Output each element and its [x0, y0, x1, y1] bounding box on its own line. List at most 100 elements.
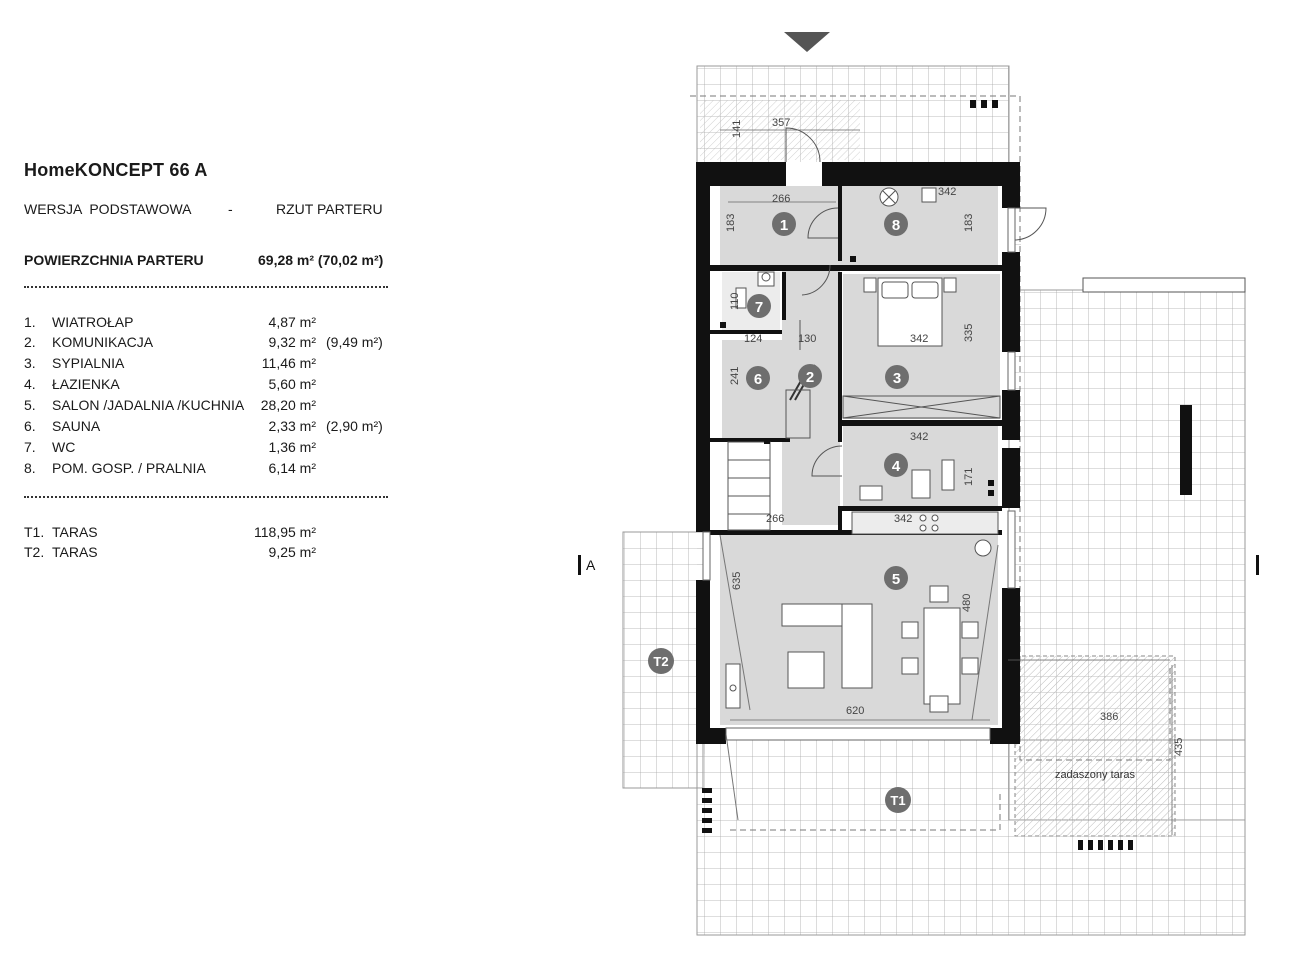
room-marker-1: 1 [772, 212, 796, 236]
terrace-marker-t2: T2 [648, 648, 674, 674]
room-area: 28,20 m² [260, 397, 316, 413]
round-sink-icon [974, 539, 992, 557]
dining-table-icon [923, 607, 961, 705]
svg-text:5: 5 [892, 571, 900, 588]
room-name: SAUNA [52, 418, 101, 434]
doors [785, 127, 1047, 477]
covered-terrace [1014, 655, 1176, 837]
floor-plan: A A zadaszony taras 357 141 266 342 183 … [578, 32, 1259, 936]
room-marker-2: 2 [798, 364, 822, 388]
room-area: 9,32 m² [268, 334, 316, 350]
room-6-fill [722, 340, 782, 438]
dim-480: 480 [961, 594, 973, 612]
dim-130: 130 [798, 333, 816, 345]
svg-text:2: 2 [806, 369, 814, 386]
room-area: 1,36 m² [268, 439, 316, 455]
step-markers [702, 100, 1133, 850]
entrance-arrow-icon [784, 32, 830, 52]
room-marker-8: 8 [884, 212, 908, 236]
windows [702, 207, 1016, 741]
dim-635: 635 [731, 572, 743, 590]
subtitle-dash: - [228, 201, 233, 217]
coffee-table-icon [787, 651, 825, 689]
room-area-extra: (9,49 m²) [326, 334, 383, 350]
dim-342d: 342 [894, 513, 912, 525]
room-name: KOMUNIKACJA [52, 334, 154, 350]
svg-text:6: 6 [754, 371, 762, 388]
room-marker-6: 6 [746, 366, 770, 390]
terrace-number: T2. [24, 544, 45, 560]
room-marker-3: 3 [885, 365, 909, 389]
svg-text:3: 3 [893, 370, 901, 387]
dim-124: 124 [744, 333, 762, 345]
dim-342b: 342 [910, 333, 928, 345]
bed-icon [863, 277, 957, 347]
total-area-value: 69,28 m² (70,02 m²) [258, 252, 384, 268]
svg-text:4: 4 [892, 458, 901, 475]
bath-sink-icon [859, 485, 883, 501]
room-number: 8. [24, 460, 36, 476]
terrace-area: 9,25 m² [268, 544, 316, 560]
dim-435: 435 [1173, 738, 1185, 756]
covered-terrace-label: zadaszony taras [1055, 769, 1136, 781]
terrace-name: TARAS [52, 524, 98, 540]
room-name: POM. GOSP. / PRALNIA [52, 460, 206, 476]
dim-171: 171 [963, 468, 975, 486]
room-area: 11,46 m² [261, 355, 316, 371]
boiler-icon [921, 187, 937, 203]
legend-panel: HomeKONCEPT 66 A WERSJA PODSTAWOWA - RZU… [0, 0, 420, 960]
dim-620: 620 [846, 705, 864, 717]
terrace-name: TARAS [52, 544, 98, 560]
room-area: 2,33 m² [268, 418, 316, 434]
stairs [727, 389, 811, 531]
room-number: 6. [24, 418, 36, 434]
room-area: 6,14 m² [268, 460, 316, 476]
dim-266a: 266 [772, 193, 790, 205]
dim-266b: 266 [766, 513, 784, 525]
view-label: RZUT PARTERU [276, 201, 383, 217]
terrace-number: T1. [24, 524, 45, 540]
dim-386: 386 [1100, 711, 1118, 723]
room-number: 3. [24, 355, 36, 371]
room-name: ŁAZIENKA [52, 376, 120, 392]
section-marker-left: A [586, 557, 596, 573]
kitchen-counter [851, 511, 999, 535]
toilet-icon [735, 287, 747, 309]
wardrobe [842, 395, 1001, 419]
room-number: 7. [24, 439, 36, 455]
project-title: HomeKONCEPT 66 A [24, 160, 208, 180]
room-number: 4. [24, 376, 36, 392]
divider [24, 286, 388, 288]
dim-342a: 342 [938, 186, 956, 198]
dim-183a: 183 [725, 214, 737, 232]
dim-110: 110 [729, 292, 741, 310]
divider [24, 496, 388, 498]
dim-335: 335 [963, 324, 975, 342]
room-name: SYPIALNIA [52, 355, 125, 371]
room-name: WC [52, 439, 76, 455]
room-marker-7: 7 [747, 294, 771, 318]
room-number: 2. [24, 334, 36, 350]
room-area-extra: (2,90 m²) [326, 418, 383, 434]
room-area: 5,60 m² [268, 376, 316, 392]
shower-toilet-icon [911, 469, 931, 499]
room-8-fill [838, 186, 998, 266]
room-2-fill [782, 265, 840, 525]
svg-text:8: 8 [892, 217, 900, 234]
room-number: 1. [24, 314, 36, 330]
total-area-label: POWIERZCHNIA PARTERU [24, 252, 204, 268]
dim-357: 357 [772, 117, 790, 129]
terrace-area: 118,95 m² [254, 524, 316, 540]
variant-label: WERSJA PODSTAWOWA [24, 201, 192, 217]
svg-text:7: 7 [755, 299, 763, 316]
dim-141: 141 [731, 120, 743, 138]
dim-342c: 342 [910, 431, 928, 443]
room-number: 5. [24, 397, 36, 413]
svg-text:T1: T1 [890, 793, 905, 808]
room-marker-5: 5 [884, 566, 908, 590]
svg-text:1: 1 [780, 217, 788, 234]
svg-text:T2: T2 [653, 654, 668, 669]
room-area: 4,87 m² [268, 314, 316, 330]
room-marker-4: 4 [884, 453, 908, 477]
room-name: WIATROŁAP [52, 314, 134, 330]
